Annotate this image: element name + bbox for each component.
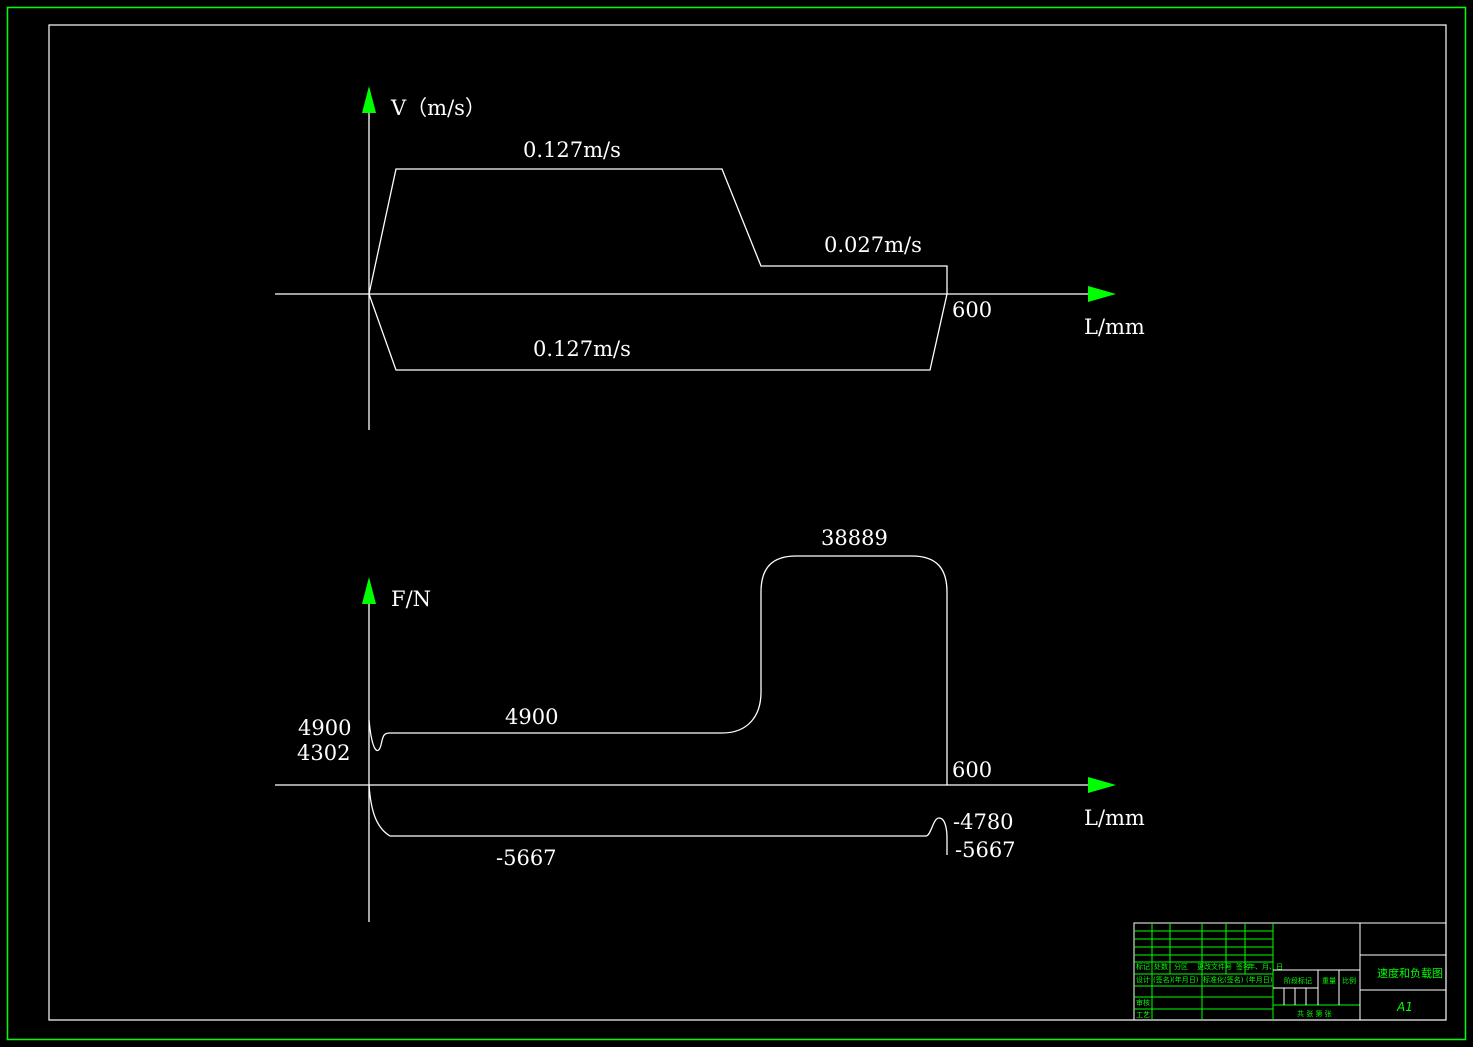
return-velocity-label: 0.127m/s [533, 337, 631, 361]
tb-review: 审核 [1136, 998, 1150, 1007]
start-peak-label: 4900 [298, 716, 351, 740]
tb-scale: 比例 [1342, 976, 1356, 985]
return-load-label: -5667 [496, 846, 557, 870]
force-end-position-label: 600 [952, 758, 992, 782]
tb-sheets: 共 张 第 张 [1297, 1009, 1332, 1018]
tb-process: 工艺 [1136, 1011, 1150, 1019]
tb-header-date: 年、月、日 [1248, 962, 1283, 971]
tb-design-date: (年月日) [1172, 975, 1199, 984]
title-block-frame [1133, 922, 1447, 1021]
tb-standard-date: (年月日) [1246, 975, 1273, 984]
return-load-curve [368, 784, 948, 855]
tb-stage-mark: 阶段标记 [1284, 976, 1312, 985]
force-x-axis-label: L/mm [1084, 806, 1145, 830]
force-y-axis-label: F/N [391, 587, 431, 611]
force-y-arrow-icon [362, 577, 376, 604]
return-end-peak-label: -4780 [953, 810, 1014, 834]
return-velocity-curve [368, 293, 948, 371]
stage-grid [1273, 923, 1446, 1020]
start-dip-label: 4302 [297, 741, 350, 765]
tb-header-doc: 更改文件号 [1197, 962, 1232, 971]
velocity-y-axis-label: V（m/s） [390, 96, 486, 120]
forward-fast-label: 0.127m/s [523, 138, 621, 162]
velocity-x-axis-label: L/mm [1084, 315, 1145, 339]
tb-standard-sign: (签名) [1224, 975, 1244, 984]
velocity-diagram: V（m/s） 0.127m/s 0.027m/s 0.127m/s 600 L/… [275, 86, 1145, 430]
velocity-end-position-label: 600 [952, 298, 992, 322]
inner-frame [48, 24, 1447, 1021]
forward-load-curve [368, 555, 948, 785]
forward-load-label: 4900 [505, 705, 558, 729]
working-load-label: 38889 [821, 526, 888, 550]
velocity-x-arrow-icon [1088, 286, 1116, 302]
forward-slow-label: 0.027m/s [824, 233, 922, 257]
tb-header-mark: 标记 [1136, 962, 1150, 971]
tb-header-zone: 分区 [1174, 962, 1188, 971]
force-x-arrow-icon [1088, 777, 1116, 793]
tb-sheet-size: A1 [1396, 1000, 1413, 1014]
tb-standard: 标准化 [1203, 975, 1224, 984]
tb-header-sign: 签名 [1236, 962, 1250, 971]
outer-frame [6, 6, 1467, 1041]
force-diagram: F/N 38889 4900 4302 4900 600 L/mm -4780 … [275, 526, 1145, 922]
tb-design: 设计 [1136, 975, 1150, 984]
title-block: 标记 处数 分区 更改文件号 签名 年、月、日 设计 (签名) (年月日) 标准… [1133, 922, 1447, 1021]
tb-weight: 重量 [1322, 977, 1336, 985]
return-end-label: -5667 [955, 838, 1016, 862]
tb-drawing-title: 速度和负载图 [1377, 966, 1443, 980]
velocity-y-arrow-icon [362, 86, 376, 113]
revision-grid [1134, 923, 1360, 1020]
tb-design-sign: (签名) [1153, 975, 1173, 984]
tb-header-count: 处数 [1154, 962, 1168, 971]
forward-velocity-curve [368, 168, 948, 295]
